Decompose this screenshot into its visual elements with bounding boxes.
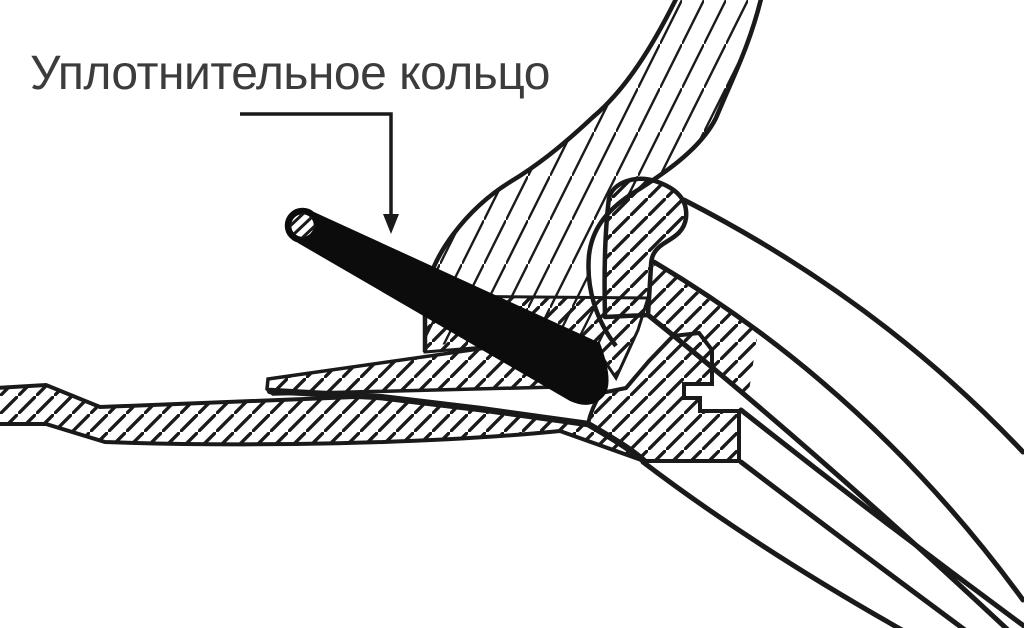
tire-outer-edge bbox=[422, 0, 679, 352]
rim-surface-curve-5 bbox=[738, 459, 967, 628]
rim-surface-curve-6 bbox=[640, 459, 904, 628]
rim-surface-curve-4 bbox=[738, 407, 1024, 628]
leader bbox=[240, 112, 399, 234]
o-ring-cross-section bbox=[284, 207, 321, 244]
rim-flange-knob bbox=[602, 176, 689, 320]
rim-surface-curve-2 bbox=[651, 259, 1024, 603]
part-label: Уплотнительное кольцо bbox=[30, 47, 550, 100]
disc-thick-edge bbox=[266, 387, 648, 465]
o-ring-cross-section-hatch bbox=[290, 213, 315, 238]
flange-gusset bbox=[648, 262, 758, 398]
rim-surface-curve-outer bbox=[681, 197, 1024, 455]
leader-line bbox=[240, 112, 393, 218]
leader-arrowhead bbox=[383, 214, 399, 234]
o-ring-seal bbox=[295, 212, 609, 405]
tire-ply-fill bbox=[425, 0, 761, 346]
